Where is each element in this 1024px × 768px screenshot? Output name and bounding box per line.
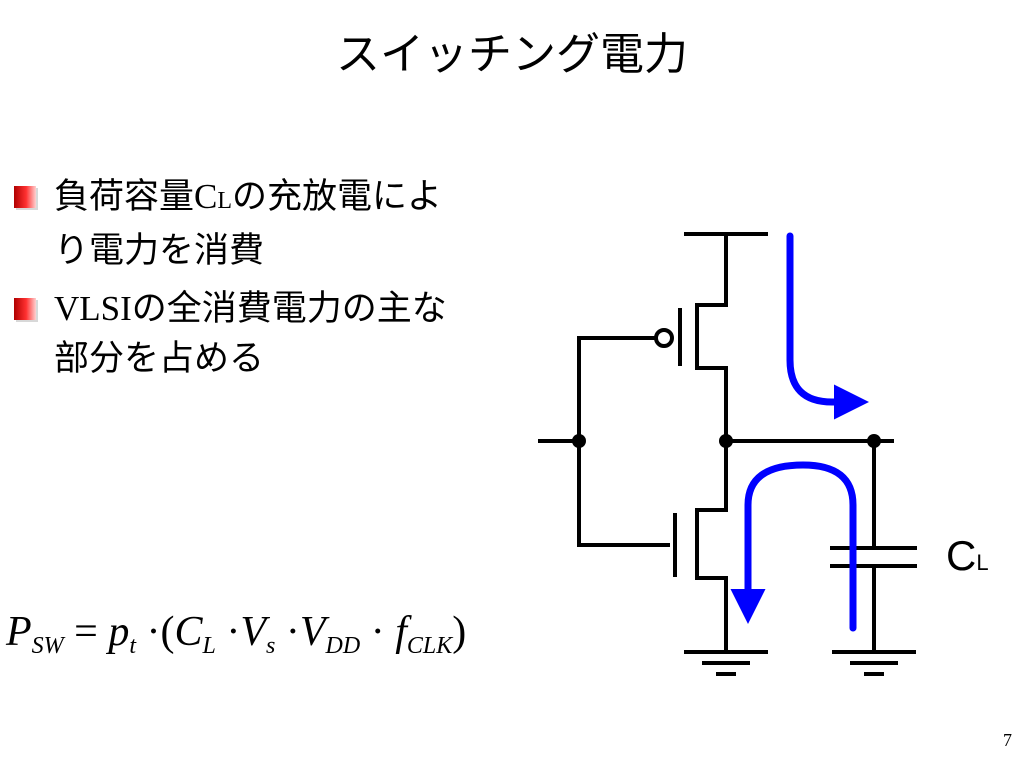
formula-dot: · xyxy=(285,609,300,655)
formula-pt-sub: t xyxy=(129,633,137,659)
discharge-current-arrow xyxy=(730,461,857,632)
charge-current-arrow xyxy=(786,232,869,420)
formula-pt: p xyxy=(108,609,130,655)
bullet-text: の充放電によ xyxy=(232,177,443,217)
output-node xyxy=(719,434,733,448)
formula-vdd: V xyxy=(299,609,326,655)
bullet-square-icon xyxy=(14,186,36,208)
formula-dot: · xyxy=(370,609,385,655)
bullet-symbol-c: C xyxy=(194,177,218,216)
formula-lparen: ( xyxy=(160,609,175,655)
cap-node xyxy=(867,434,881,448)
formula-dot: · xyxy=(146,609,161,655)
formula-f-sub: CLK xyxy=(406,633,453,659)
formula-v: V xyxy=(240,609,267,655)
page-number: 7 xyxy=(1003,730,1012,750)
bullet-item: VLSIの全消費電力の主な 部分を占める xyxy=(14,284,574,384)
capacitor-label: CL xyxy=(946,532,989,580)
bullet-vlsi: VLSI xyxy=(54,289,132,328)
bullet-line: 部分を占める xyxy=(54,339,265,379)
bullet-symbol-l: L xyxy=(217,188,233,214)
formula-dot: · xyxy=(226,609,241,655)
bullet-text: 負荷容量 xyxy=(54,177,195,217)
bullet-list: 負荷容量CLの充放電によ り電力を消費 VLSIの全消費電力の主な 部分を占める xyxy=(14,172,574,392)
bullet-line: 負荷容量CLの充放電によ xyxy=(54,172,574,226)
slide-title: スイッチング電力 xyxy=(336,29,688,80)
power-formula: PSW = pt ·(CL ·Vs ·VDD · fCLK) xyxy=(6,608,466,660)
bullet-item: 負荷容量CLの充放電によ り電力を消費 xyxy=(14,172,574,276)
formula-p: P xyxy=(6,609,32,655)
bullet-line: VLSIの全消費電力の主な xyxy=(54,284,574,334)
bullet-square-icon xyxy=(14,298,36,320)
capacitor-label-l: L xyxy=(976,550,989,575)
formula-rparen: ) xyxy=(452,609,467,655)
formula-p-sub: SW xyxy=(31,633,64,659)
pmos-gate-bubble xyxy=(654,328,674,348)
formula-v-sub: s xyxy=(266,633,276,659)
bullet-line: り電力を消費 xyxy=(54,231,265,271)
formula-c: C xyxy=(174,609,203,655)
formula-vdd-sub: DD xyxy=(325,633,361,659)
formula-c-sub: L xyxy=(202,633,216,659)
formula-f: f xyxy=(395,609,407,655)
input-node xyxy=(572,434,586,448)
capacitor-label-c: C xyxy=(946,532,977,579)
formula-equals: = xyxy=(74,609,98,655)
bullet-text: の全消費電力の主な xyxy=(131,289,447,329)
